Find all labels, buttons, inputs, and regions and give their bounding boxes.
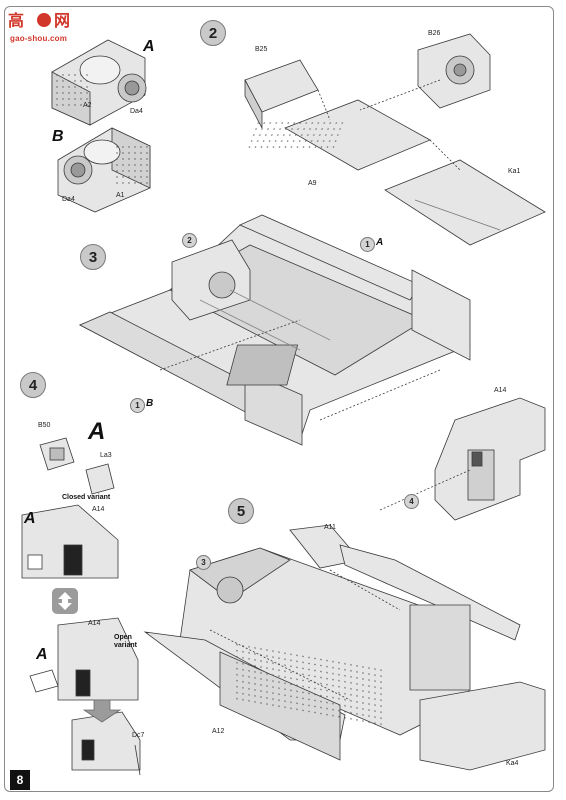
part-label-b26: B26 [428, 30, 441, 37]
step4-parts [21, 437, 141, 776]
part-label-a1: A1 [116, 192, 125, 199]
step1-variant-a-letter: A [143, 38, 155, 55]
open-variant-label: Open variant [114, 634, 137, 649]
swap-arrows-icon [52, 588, 78, 614]
page-frame [4, 6, 554, 792]
step3-hull [79, 214, 471, 446]
watermark-logo-graphic: 高 网 [8, 11, 70, 30]
svg-text:高: 高 [8, 11, 24, 30]
step4-closed-side-letter: A [24, 510, 36, 527]
part-label-a12: A12 [212, 728, 225, 735]
part-label-b50: B50 [38, 422, 51, 429]
page-number: 8 [10, 770, 30, 790]
part-label-a14-right: A14 [494, 387, 507, 394]
part-label-dc7: Dc7 [132, 732, 145, 739]
step5-ref-3: 3 [196, 555, 211, 570]
step1-variant-b-letter: B [52, 128, 64, 145]
watermark-url: gao-shou.com [10, 34, 68, 43]
part-label-la3: La3 [100, 452, 112, 459]
step-3-number: 3 [80, 244, 106, 270]
step4-open-side-letter: A [36, 646, 48, 663]
step1-variant-b-part [57, 127, 151, 213]
step5-hull [143, 469, 546, 771]
step3-ref-1a-letter: A [376, 237, 384, 248]
part-label-ka1: Ka1 [508, 168, 521, 175]
step3-ref-1a-number: 1 [360, 237, 375, 252]
step3-ref-1b-number: 1 [130, 398, 145, 413]
step3-ref-2: 2 [182, 233, 197, 248]
part-label-a14-closed: A14 [92, 506, 105, 513]
step4-ref-4: 4 [404, 494, 419, 509]
part-label-a14-open: A14 [88, 620, 101, 627]
closed-variant-label: Closed variant [62, 494, 111, 501]
svg-text:网: 网 [54, 11, 70, 30]
step4-big-letter: A [88, 418, 106, 445]
part-label-da4-top: Da4 [130, 108, 143, 115]
watermark-logo: 高 网 gao-shou.com [4, 6, 84, 43]
step-5-number: 5 [228, 498, 254, 524]
step4-a14-panel [434, 397, 546, 521]
part-label-da4-bottom: Da4 [62, 196, 75, 203]
down-arrow-icon [82, 699, 122, 723]
part-label-a9: A9 [308, 180, 317, 187]
part-label-a11: A11 [324, 524, 336, 531]
step2-parts [244, 33, 546, 246]
step3-ref-1b-letter: B [146, 398, 154, 409]
step1-variant-a-part [51, 39, 147, 126]
part-label-b25: B25 [255, 46, 268, 53]
step-2-number: 2 [200, 20, 226, 46]
part-label-a2: A2 [83, 102, 92, 109]
step-4-number: 4 [20, 372, 46, 398]
part-label-ka4: Ka4 [506, 760, 519, 767]
